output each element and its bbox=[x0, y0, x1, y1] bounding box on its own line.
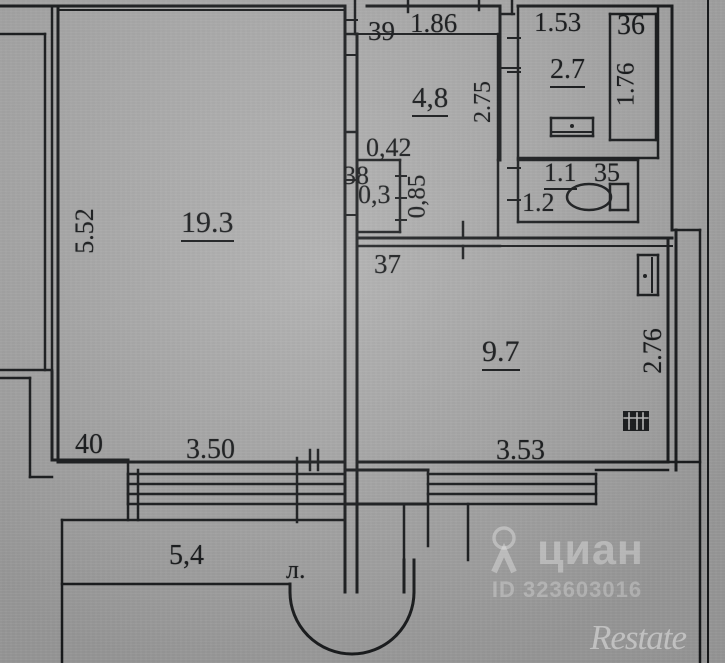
bathroom-width: 1.53 bbox=[534, 7, 582, 37]
living-number: 40 bbox=[75, 429, 103, 460]
closet-width: 0,42 bbox=[366, 133, 412, 162]
kitchen-height: 2.75 bbox=[470, 81, 496, 123]
bedroom-area: 9.7 bbox=[482, 337, 520, 371]
bedroom-width: 3.53 bbox=[496, 435, 545, 466]
closet-area: 0,3 bbox=[358, 180, 391, 209]
wc-width: 1.1 bbox=[544, 160, 577, 190]
kitchen-number: 39 bbox=[368, 16, 395, 46]
living-width: 3.50 bbox=[186, 434, 235, 465]
living-area: 19.3 bbox=[181, 208, 234, 242]
living-height: 5.52 bbox=[69, 208, 99, 254]
wc-number: 35 bbox=[594, 158, 620, 187]
hall-number: 37 bbox=[374, 249, 401, 279]
bathroom-area: 2.7 bbox=[550, 56, 585, 88]
bedroom-height: 2.76 bbox=[637, 328, 667, 374]
hall-height: 0,85 bbox=[403, 174, 431, 219]
loggia-marker: л. bbox=[286, 555, 306, 584]
wc-area: 1.2 bbox=[522, 188, 555, 217]
kitchen-area: 4,8 bbox=[412, 84, 449, 117]
kitchen-width: 1.86 bbox=[410, 8, 458, 38]
bathroom-number: 36 bbox=[617, 10, 645, 41]
closet-number: 38 bbox=[343, 161, 369, 190]
loggia-area: 5,4 bbox=[169, 540, 204, 571]
bathroom-height: 1.76 bbox=[612, 62, 640, 107]
